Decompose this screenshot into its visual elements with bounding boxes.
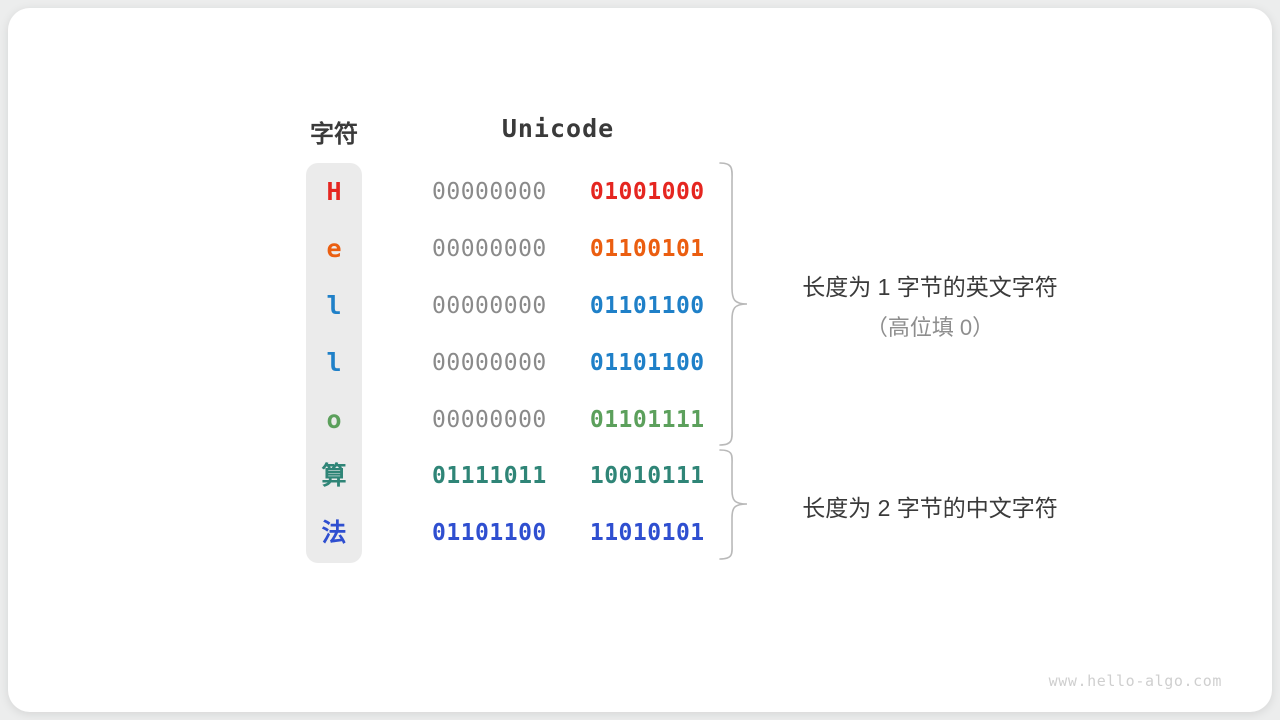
annotation-english: 长度为 1 字节的英文字符 （高位填 0） [770, 268, 1090, 342]
binary-row: 01111011 10010111 [432, 462, 704, 490]
binary-high-byte: 01111011 [432, 463, 547, 489]
binary-low-byte: 10010111 [589, 463, 705, 489]
column-header-unicode: Unicode [501, 114, 615, 143]
binary-high-byte: 00000000 [432, 407, 547, 433]
binary-low-byte: 11010101 [589, 520, 705, 546]
watermark: www.hello-algo.com [1048, 672, 1222, 690]
binary-low-byte: 01101100 [589, 350, 705, 376]
char-cell: o [326, 405, 342, 434]
binary-low-byte: 01001000 [589, 179, 705, 205]
binary-row: 00000000 01101111 [432, 406, 704, 434]
binary-high-byte: 00000000 [432, 350, 547, 376]
annotation-english-line2: （高位填 0） [865, 315, 995, 340]
annotation-chinese-line1: 长度为 2 字节的中文字符 [802, 495, 1058, 521]
binary-high-byte: 00000000 [432, 236, 547, 262]
binary-low-byte: 01101100 [589, 293, 705, 319]
annotation-english-line1: 长度为 1 字节的英文字符 [802, 274, 1058, 300]
char-cell: 算 [321, 461, 347, 490]
char-cell: H [326, 177, 342, 206]
binary-row: 00000000 01101100 [432, 292, 704, 320]
group-brace-english [719, 162, 748, 446]
figure-card [8, 8, 1272, 712]
char-cell: l [326, 348, 342, 377]
group-brace-chinese [719, 449, 748, 560]
binary-row: 00000000 01001000 [432, 178, 704, 206]
binary-row: 00000000 01101100 [432, 349, 704, 377]
binary-row: 01101100 11010101 [432, 519, 704, 547]
binary-high-byte: 00000000 [432, 179, 547, 205]
char-cell: e [326, 234, 342, 263]
binary-low-byte: 01100101 [589, 236, 705, 262]
char-column-highlight [306, 163, 362, 563]
annotation-chinese: 长度为 2 字节的中文字符 [770, 489, 1090, 523]
column-header-char: 字符 [310, 121, 358, 148]
binary-row: 00000000 01100101 [432, 235, 704, 263]
char-cell: 法 [321, 518, 347, 547]
char-cell: l [326, 291, 342, 320]
binary-high-byte: 00000000 [432, 293, 547, 319]
binary-high-byte: 01101100 [432, 520, 547, 546]
binary-low-byte: 01101111 [589, 407, 705, 433]
